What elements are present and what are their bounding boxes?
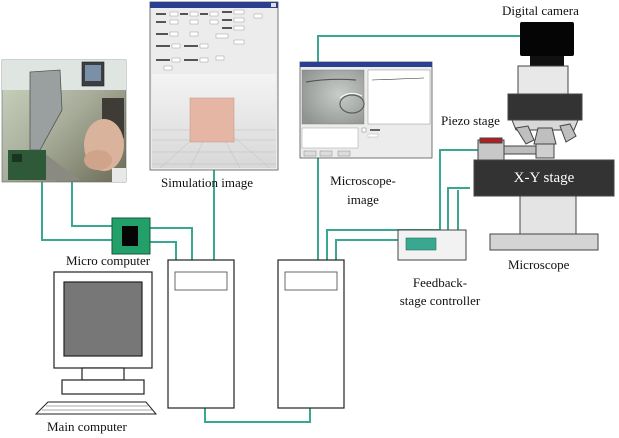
xy-stage-block [473, 159, 615, 197]
wire-photo-to-microcomputer-2 [71, 182, 112, 227]
lab-photo [1, 59, 127, 183]
computer-tower-icon-2 [277, 259, 345, 409]
microscope-live-view [301, 69, 365, 125]
microscope-image-window [299, 61, 433, 159]
wire-controller-to-tower [335, 239, 398, 260]
wire-microcomputer-to-tower-2 [150, 241, 177, 260]
wire-camera-to-tower [317, 35, 520, 260]
simulation-controls [163, 9, 263, 71]
microscope-button-3 [337, 150, 351, 157]
microscope-image-label-line2: image [347, 192, 379, 207]
microscope-button-1 [303, 150, 317, 157]
microscope-button-2 [319, 150, 333, 157]
simulation-cube [189, 97, 235, 143]
feedback-label-line2: stage controller [399, 293, 481, 308]
micro-computer-label: Micro computer [66, 253, 151, 268]
wire-tower-to-tower [204, 408, 311, 423]
controller-display [405, 237, 437, 251]
piezo-stage-label: Piezo stage [441, 113, 500, 128]
wire-controller-to-xystage [447, 187, 470, 230]
computer-tower-icon [167, 259, 235, 409]
digital-camera-icon [520, 22, 574, 66]
simulation-image-window [149, 1, 279, 171]
piezo-stage-red-mark [479, 137, 503, 144]
microscope-icon [473, 65, 615, 251]
crt-monitor-icon [53, 271, 153, 395]
microscope-image-label-line1: Microscope- [330, 173, 396, 188]
digital-camera-label: Digital camera [502, 3, 579, 18]
microscope-label: Microscope [508, 257, 570, 272]
simulation-image-label: Simulation image [161, 175, 254, 190]
micro-computer-chip-icon [111, 217, 151, 255]
feedback-label-line1: Feedback- [412, 275, 468, 290]
microscope-log-box [301, 127, 359, 149]
wire-photo-to-microcomputer [41, 182, 112, 241]
xy-stage-label: X-Y stage [513, 170, 575, 186]
wires [41, 35, 520, 423]
feedback-stage-controller [397, 229, 467, 261]
keyboard-icon [34, 401, 158, 415]
simulation-control-captions [156, 11, 232, 61]
wire-microcomputer-to-tower [150, 227, 193, 260]
main-computer-label: Main computer [47, 419, 127, 434]
